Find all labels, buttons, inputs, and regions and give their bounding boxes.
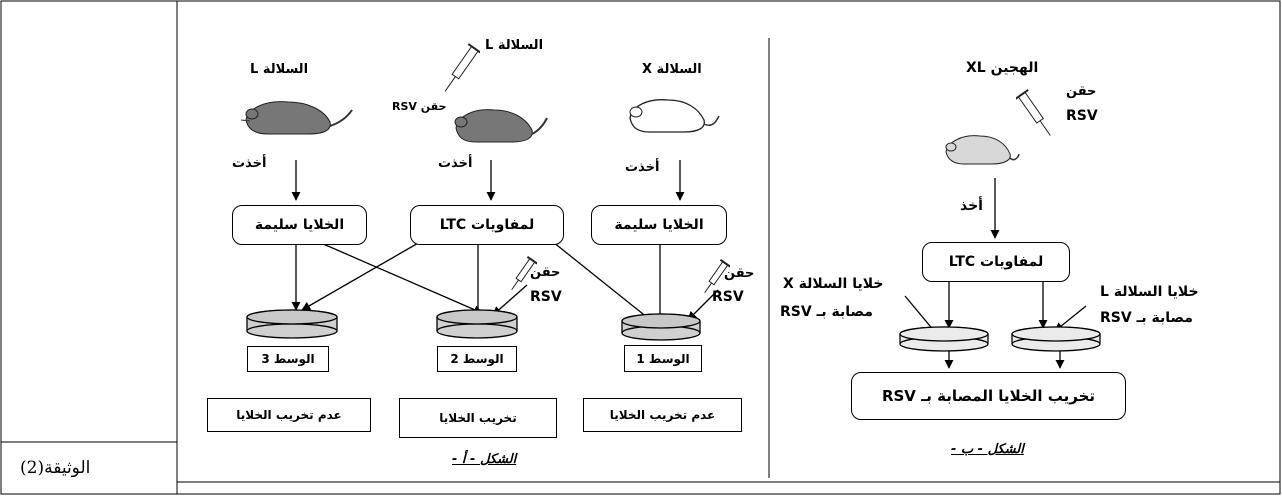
syringe-icon (704, 258, 730, 294)
document-label: الوثيقة(2) (20, 458, 91, 478)
inject-rsv-label: RSV (530, 289, 562, 305)
inject-label: حقن (1066, 84, 1097, 99)
strain-x-label: السلالة X (642, 62, 702, 77)
taken-label: أخذت (232, 156, 267, 171)
result-no-destruction: عدم تخريب الخلايا (207, 398, 371, 432)
syringe-icon (1016, 89, 1051, 136)
mouse-icon (240, 101, 353, 135)
inject-label: حقن (724, 266, 755, 281)
ltc-lymphocytes-box: لمفاويات LTC (922, 242, 1070, 282)
figure-b-caption: الشكل - ب - (951, 442, 1024, 457)
healthy-cells-box: الخلايا سليمة (591, 205, 727, 245)
result-infected-destruction: تخريب الخلايا المصابة بـ RSV (851, 372, 1126, 420)
strain-l-label: السلالة L (250, 62, 309, 77)
result-no-destruction: عدم تخريب الخلايا (583, 398, 742, 432)
taken-label: أخذ (960, 198, 983, 214)
cells-x-label: خلايا السلالة X (783, 276, 884, 292)
healthy-cells-box: الخلايا سليمة (232, 205, 367, 245)
medium-2-label: الوسط 2 (437, 346, 517, 372)
cells-l-label: خلايا السلالة L (1100, 284, 1199, 300)
hybrid-label: الهجين XL (966, 60, 1039, 76)
cells-x-infected-label: مصابة بـ RSV (780, 304, 873, 320)
result-destruction: تخريب الخلايا (399, 398, 557, 438)
taken-label: أخذت (625, 160, 660, 175)
mouse-icon (945, 135, 1020, 165)
ltc-lymphocytes-box: لمفاويات LTC (410, 205, 564, 245)
inject-rsv-label: RSV (1066, 108, 1098, 124)
figure-a-caption: الشكل - أ - (452, 452, 517, 467)
syringe-icon (511, 255, 537, 291)
strain-l-injected-label: السلالة L (485, 38, 544, 53)
injection-label: حقن RSV (392, 100, 447, 113)
medium-3-label: الوسط 3 (247, 346, 329, 372)
inject-label: حقن (530, 265, 561, 280)
medium-1-label: الوسط 1 (624, 345, 702, 372)
inject-rsv-label: RSV (712, 289, 744, 305)
mouse-icon (454, 109, 548, 143)
taken-label: أخذت (438, 156, 473, 171)
syringe-icon (444, 43, 480, 92)
cells-l-infected-label: مصابة بـ RSV (1100, 310, 1193, 326)
mouse-icon (629, 99, 720, 133)
